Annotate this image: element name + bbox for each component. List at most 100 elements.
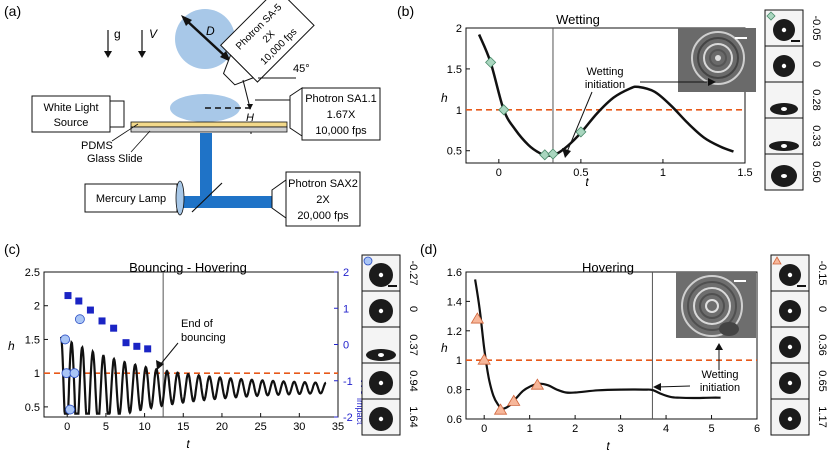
- annotation-b-arrow-down: [566, 91, 593, 153]
- chart-b-xtick-label-2: 1: [660, 167, 666, 179]
- chart-d-xlabel: t: [606, 439, 610, 453]
- chart-b-series-line: [477, 34, 734, 157]
- chart-d-title: Hovering: [582, 260, 634, 275]
- gap-height-label: H: [246, 112, 254, 124]
- strip-b-time-label-3: 0.33: [810, 125, 822, 146]
- chart-c-y2tick-label-0: -2: [343, 412, 353, 424]
- diameter-arrowhead-top: [181, 15, 192, 26]
- chart-c-we-marker-7: [144, 345, 152, 353]
- strip-c-drop-highlight-3: [378, 380, 384, 386]
- strip-c-legend-marker: [363, 256, 373, 266]
- strip-c-time-label-3: 0.94: [407, 370, 419, 391]
- strip-d-time-label-3: 0.65: [816, 370, 828, 391]
- strip-c-drop-highlight-0: [378, 272, 384, 278]
- chart-d-xtick-label-3: 3: [618, 423, 624, 435]
- annotation-b-arrowhead-down: [562, 148, 571, 158]
- chart-b-ytick-label-2: 1.5: [447, 64, 462, 76]
- angle-label: 45°: [293, 63, 310, 75]
- camera-sax2-mag: 2X: [316, 194, 330, 206]
- strip-c-scale-bar: [388, 285, 397, 287]
- chart-c-y2tick-label-2: 0: [343, 340, 349, 352]
- annotation-d-arrowhead-up: [715, 343, 723, 350]
- strip-d-legend-marker: [772, 256, 782, 265]
- chart-b-marker-2: [539, 149, 551, 161]
- velocity-arrowhead: [138, 51, 146, 58]
- chart-b-marker-4: [575, 126, 587, 138]
- glass-leader: [130, 130, 151, 153]
- glass-slide-label: Glass Slide: [87, 153, 143, 165]
- light-source-label-1: White Light: [43, 102, 98, 114]
- chart-d-xtick-label-2: 2: [572, 423, 578, 435]
- chart-c-ytick-label-2: 1.5: [25, 334, 40, 346]
- chart-c-we-marker-3: [98, 317, 106, 325]
- chart-b-xtick-label-1: 0.5: [573, 167, 588, 179]
- chart-d-xtick-label-0: 0: [481, 423, 487, 435]
- camera-sa5: Photron SA-5 2X 10,000 fps: [219, 0, 315, 86]
- camera-sax2-name: Photron SAX2: [288, 178, 358, 190]
- strip-b-time-label-1: 0: [810, 61, 822, 67]
- chart-d-ytick-label-5: 1.6: [447, 267, 462, 279]
- strip-c-frame-3: [361, 362, 401, 400]
- strip-d-time-label-4: 1.17: [816, 406, 828, 427]
- diameter-arrowhead-bottom: [220, 51, 231, 62]
- chart-c-series-line: [59, 336, 327, 415]
- chart-c-ytick-label-3: 2: [34, 301, 40, 313]
- annotation-c-line1: End of: [181, 318, 214, 330]
- chart-c-xtick-label-7: 35: [332, 421, 344, 433]
- chart-b-title: Wetting: [556, 12, 600, 27]
- chart-b-ytick-label-0: 0.5: [447, 146, 462, 158]
- chart-b-frame: [465, 27, 746, 164]
- chart-b-marker-3: [547, 148, 559, 160]
- strip-b-drop-highlight-1: [781, 63, 787, 69]
- chart-c-ylabel: h: [8, 339, 15, 353]
- chart-c-xtick-label-4: 20: [216, 421, 228, 433]
- chart-c-we-marker-6: [133, 342, 141, 350]
- strip-b-frame-0: [764, 9, 804, 47]
- strip-c-frame-0: [361, 254, 401, 292]
- strip-b-drop-highlight-4: [781, 174, 787, 178]
- strip-c-drop-highlight-4: [378, 416, 384, 422]
- mercury-lamp-box: [84, 183, 178, 213]
- chart-c-xtick-label-2: 10: [138, 421, 150, 433]
- chart-c-xtick-label-6: 30: [293, 421, 305, 433]
- chart-b-ytick-label-1: 1: [456, 105, 462, 117]
- strip-d-frame-1: [770, 290, 810, 328]
- chart-d-xtick-label-6: 6: [754, 423, 760, 435]
- light-source-nozzle: [109, 100, 125, 128]
- strip-c-frame-4: [361, 398, 401, 436]
- strip-c-time-label-1: 0: [407, 306, 419, 312]
- annotation-b-line2: initiation: [585, 79, 625, 91]
- strip-d-drop-highlight-0: [787, 272, 793, 278]
- chart-d-series-line: [474, 279, 721, 410]
- annotation-d-line1: Wetting: [701, 369, 738, 381]
- chart-d-marker-0: [470, 312, 485, 324]
- panel-label-d: (d): [420, 241, 437, 257]
- strip-d-time-label-2: 0.36: [816, 334, 828, 355]
- chart-d-marker-1: [477, 353, 491, 365]
- strip-b-drop-highlight-0: [781, 27, 787, 33]
- chart-d-ytick-label-2: 1: [456, 355, 462, 367]
- strip-b-time-label-2: 0.28: [810, 89, 822, 110]
- chart-c-y2tick-label-4: 2: [343, 267, 349, 279]
- strip-b-time-label-4: 0.50: [810, 161, 822, 182]
- chart-d-ytick-label-0: 0.6: [447, 414, 462, 426]
- annotation-d-arrow-left: [656, 385, 691, 388]
- chart-c-marker-4: [74, 314, 85, 325]
- beam-vertical: [200, 133, 212, 201]
- sa5-axis-line: [242, 79, 251, 109]
- chart-d-ytick-label-4: 1.4: [447, 296, 462, 308]
- camera-sa11-body: [301, 87, 381, 141]
- camera-sa11-mag: 1.67X: [327, 109, 356, 121]
- chart-c-ytick-label-1: 1: [34, 368, 40, 380]
- chart-c-marker-3: [69, 368, 80, 379]
- chart-b-ylabel: h: [441, 91, 448, 105]
- chart-c-xlabel: t: [186, 437, 190, 451]
- mercury-lamp-lens: [175, 180, 185, 216]
- strip-d-frame-2: [770, 326, 810, 364]
- pdms-leader: [111, 123, 139, 142]
